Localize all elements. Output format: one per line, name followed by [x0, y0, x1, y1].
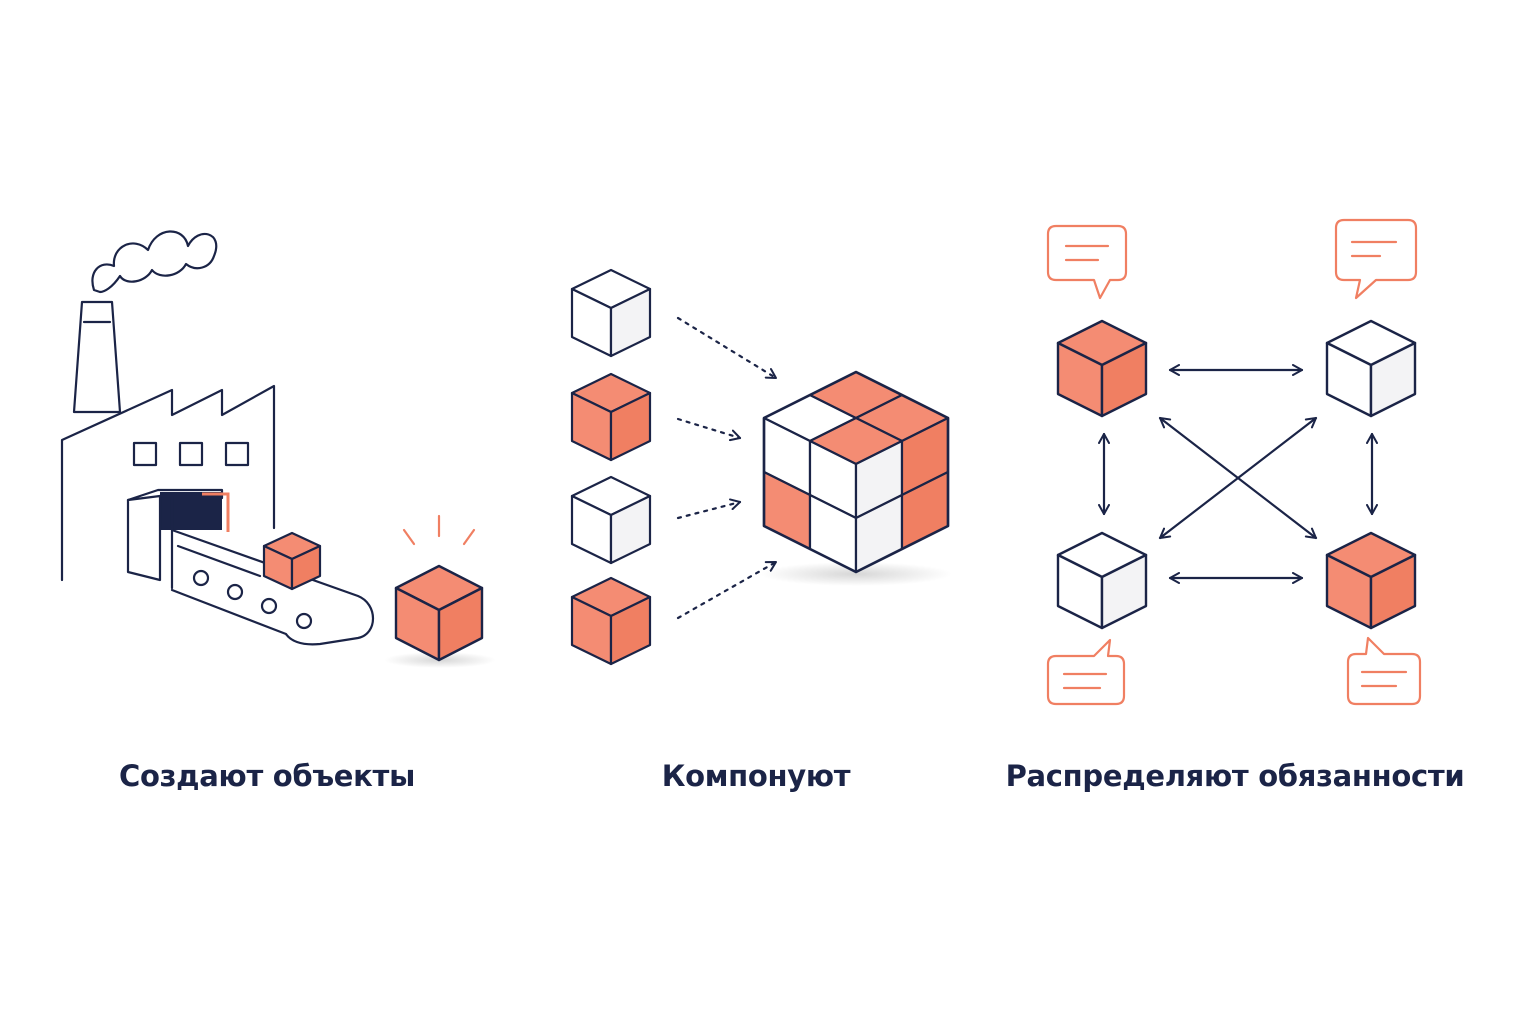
panel-compose	[570, 268, 952, 666]
cube-icon	[570, 576, 652, 666]
cube-icon	[1056, 319, 1148, 418]
caption-create-objects: Создают объекты	[119, 759, 415, 793]
cube-icon	[570, 372, 652, 462]
speech-bubble-icon	[1046, 638, 1126, 706]
cube-icon	[1325, 319, 1417, 418]
panel-create-objects	[60, 230, 496, 668]
cube-icon	[570, 268, 652, 358]
cube-icon	[1325, 531, 1417, 630]
smoke-icon	[91, 230, 218, 294]
speech-bubble-icon	[1346, 636, 1422, 706]
sparkle-icon	[402, 514, 476, 546]
factory-window	[178, 441, 204, 467]
cube-icon	[262, 531, 322, 591]
double-arrow-icon	[1098, 364, 1378, 584]
caption-compose: Компонуют	[661, 759, 851, 793]
factory-icon	[60, 384, 276, 582]
factory-window	[224, 441, 250, 467]
conveyor-belt-icon	[170, 528, 374, 646]
factory-door	[126, 488, 230, 590]
panel-distribute-responsibilities	[1046, 218, 1422, 706]
dotted-arrow-icon	[676, 316, 778, 620]
cube-icon	[570, 475, 652, 565]
cube-icon	[1056, 531, 1148, 630]
speech-bubble-icon	[1046, 224, 1128, 300]
caption-distribute-responsibilities: Распределяют обязанности	[1005, 759, 1465, 793]
speech-bubble-icon	[1334, 218, 1418, 300]
factory-window	[132, 441, 158, 467]
chimney	[72, 300, 122, 414]
composite-cube-icon	[762, 370, 950, 574]
cube-icon	[394, 564, 484, 662]
